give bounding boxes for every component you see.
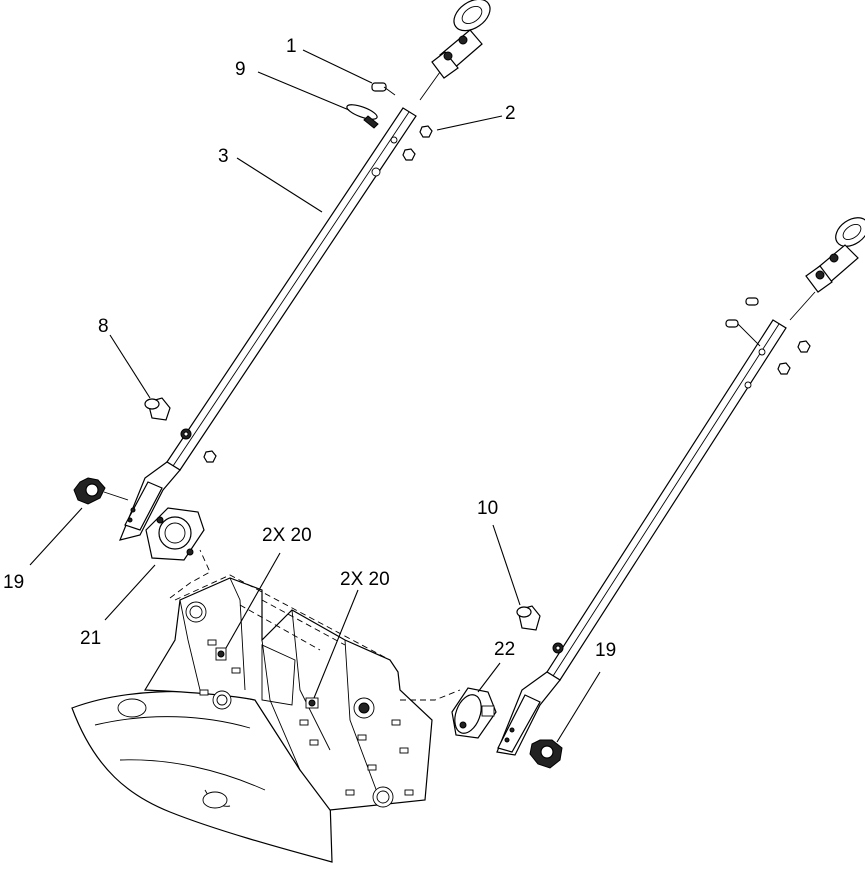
clip-pin-9 — [346, 104, 379, 129]
right-handle-assembly — [451, 217, 865, 769]
upper-clamp-right — [789, 217, 865, 321]
callout-22: 22 — [494, 639, 515, 660]
callout-20-b: 2X 20 — [340, 569, 390, 590]
callout-2: 2 — [505, 103, 516, 124]
bolt-1 — [371, 82, 396, 96]
callout-9: 9 — [235, 59, 246, 80]
cable-guide-8 — [144, 397, 217, 463]
callout-3: 3 — [218, 146, 229, 167]
callout-19-right: 19 — [595, 640, 616, 661]
bolt-20-left — [215, 647, 227, 661]
callout-1: 1 — [286, 36, 297, 57]
left-handle-assembly — [73, 0, 491, 561]
pivot-bracket-21 — [145, 507, 205, 561]
pivot-bracket-22 — [451, 687, 497, 739]
nut-2 — [402, 125, 433, 161]
bolts-right — [725, 297, 811, 375]
callout-19-left: 19 — [3, 572, 24, 593]
auger-housing — [71, 549, 461, 863]
star-knob-19-right — [529, 739, 563, 769]
cable-guide-10 — [516, 605, 564, 654]
handle-tube-left — [119, 107, 417, 541]
callout-20-a: 2X 20 — [262, 525, 312, 546]
callout-10: 10 — [477, 498, 498, 519]
callout-8: 8 — [98, 316, 109, 337]
callout-21: 21 — [80, 628, 101, 649]
bolt-20-right — [305, 697, 319, 709]
star-knob-19-left — [73, 477, 129, 505]
leader-lines — [29, 49, 601, 743]
callout-labels: 1 9 2 3 8 19 21 2X 20 2X 20 10 22 19 — [3, 36, 616, 661]
upper-clamp-left — [419, 0, 491, 101]
handle-tube-right — [496, 319, 787, 756]
